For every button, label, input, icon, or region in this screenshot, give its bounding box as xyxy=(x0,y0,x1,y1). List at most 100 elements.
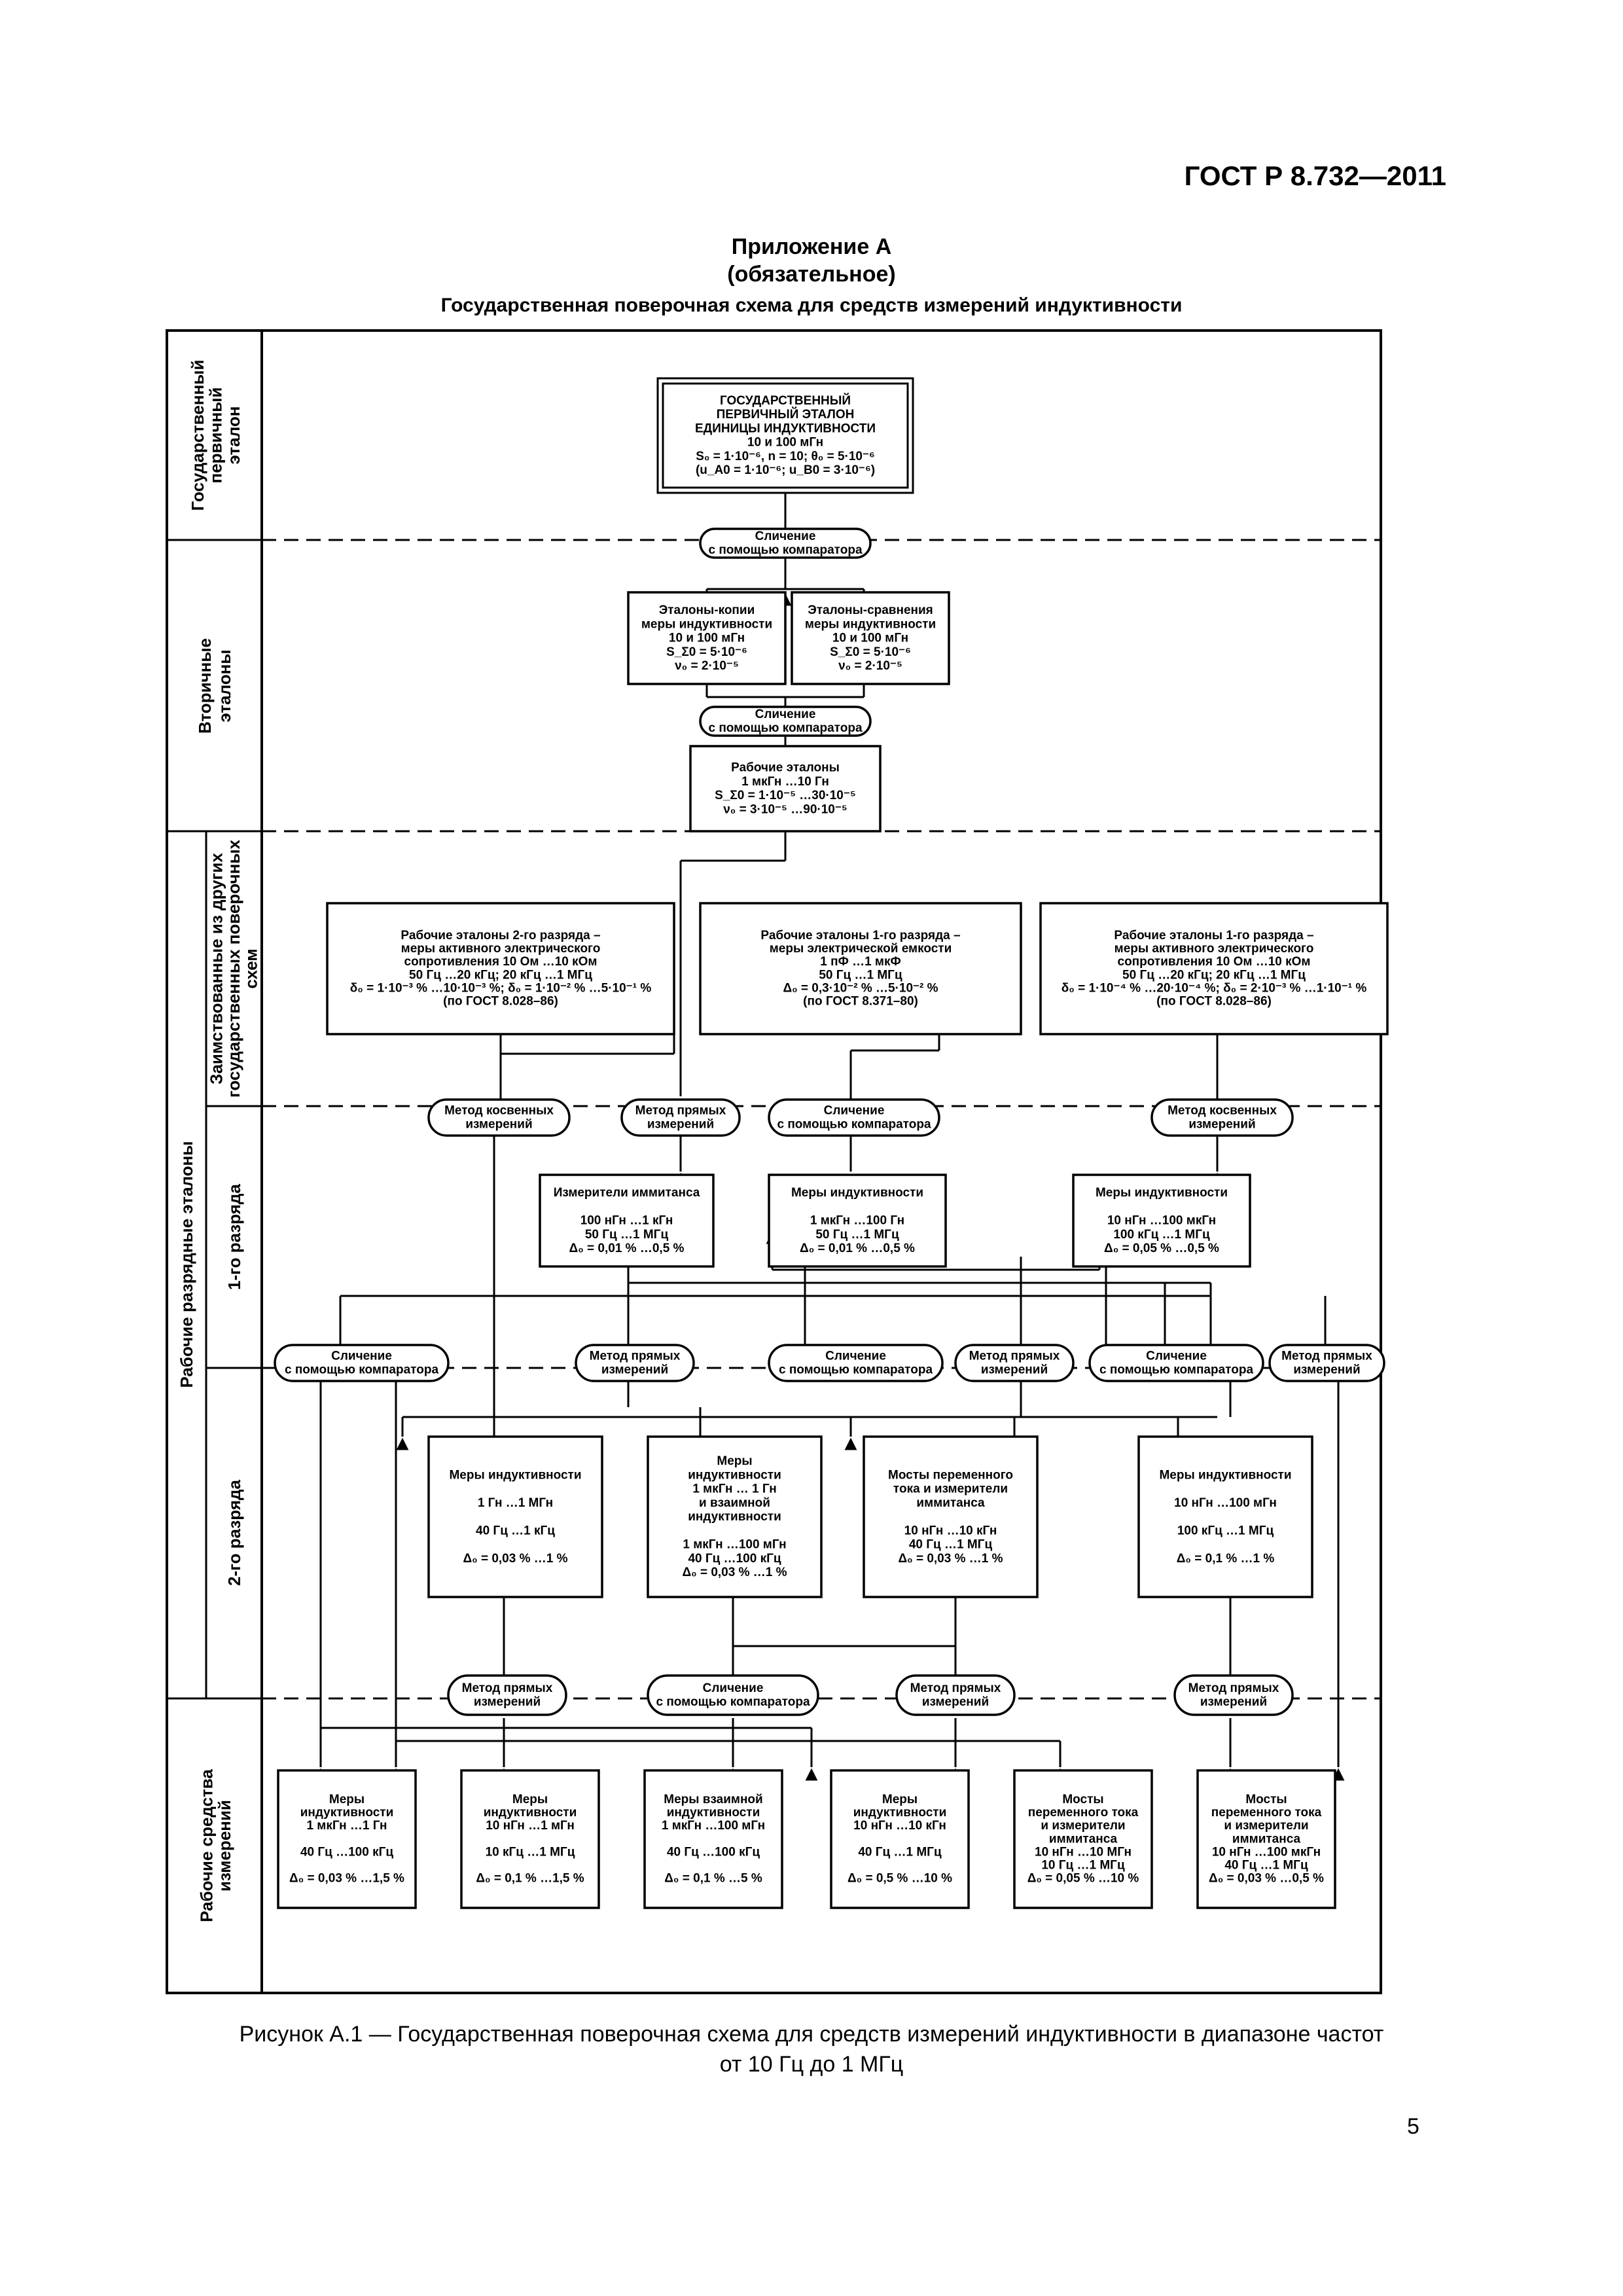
node-r2-a-text: 40 Гц …1 кГц xyxy=(476,1524,555,1537)
node-cmp-primary-text: Сличение xyxy=(755,529,816,543)
node-r1-immit-text: Измерители иммитанса xyxy=(554,1186,700,1200)
row-label-secondary-line: Вторичные xyxy=(195,638,215,734)
node-copies xyxy=(627,591,787,685)
node-r1-ind-right-text: 10 нГн …100 мкГн xyxy=(1107,1214,1216,1228)
row-label-borrowed-line: государственных поверочных xyxy=(224,839,243,1098)
node-comparison-text: меры индуктивности xyxy=(805,617,936,631)
node-w2-text: 10 кГц …1 МГц xyxy=(486,1845,575,1859)
node-w5-text: 10 нГн …10 МГн xyxy=(1035,1845,1132,1859)
node-m3-direct-c xyxy=(1173,1674,1294,1716)
appendix-title: Приложение А xyxy=(731,234,892,259)
node-r2-c-text: Мосты переменного xyxy=(888,1468,1013,1482)
node-cmp-primary xyxy=(699,528,872,559)
node-copies-text: S_Σ0 = 5·10⁻⁶ xyxy=(666,645,747,659)
node-w1-text: индуктивности xyxy=(300,1806,394,1820)
node-m3-direct-a xyxy=(447,1674,567,1716)
node-m2-cmp-m-text: Сличение xyxy=(825,1349,886,1363)
diagram-frame xyxy=(166,329,1382,1994)
node-w6-text: Δ₀ = 0,03 % …0,5 % xyxy=(1209,1871,1324,1885)
node-m1-indirect-l-text: Метод косвенных xyxy=(444,1103,554,1117)
node-r2-b-text: индуктивности xyxy=(688,1510,781,1524)
node-borrow-mid xyxy=(699,902,1022,1035)
row-label-working-line: измерений xyxy=(215,1800,234,1892)
node-r1-immit-text: 100 нГн …1 кГн xyxy=(580,1214,673,1228)
node-w3-text: 40 Гц …100 кГц xyxy=(667,1845,760,1859)
node-m2-direct-m xyxy=(954,1344,1075,1382)
row-label-category-group-line: Рабочие разрядные эталоны xyxy=(177,1141,196,1388)
node-r1-ind-right-text: Δ₀ = 0,05 % …0,5 % xyxy=(1104,1242,1219,1255)
node-borrow-right xyxy=(1039,902,1389,1035)
node-primary-text: ЕДИНИЦЫ ИНДУКТИВНОСТИ xyxy=(695,422,876,435)
appendix-type: (обязательное) xyxy=(727,262,896,287)
node-r2-a-text: 1 Гн …1 МГн xyxy=(478,1496,553,1510)
node-w4-text: 40 Гц …1 МГц xyxy=(858,1845,942,1859)
node-borrow-left-text: Рабочие эталоны 2-го разряда – xyxy=(401,929,600,942)
node-r2-a-text: Δ₀ = 0,03 % …1 % xyxy=(463,1552,567,1566)
node-r2-c-text: тока и измерители xyxy=(893,1482,1008,1496)
node-m3-direct-a-text: измерений xyxy=(474,1695,541,1709)
figure-caption: Рисунок А.1 — Государственная поверочная… xyxy=(0,2019,1623,2079)
node-copies-text: 10 и 100 мГн xyxy=(669,632,745,645)
node-m2-direct-l xyxy=(575,1344,695,1382)
row-label-working-line: Рабочие средства xyxy=(197,1769,217,1922)
node-w1 xyxy=(277,1769,417,1909)
node-m2-direct-m-text: измерений xyxy=(981,1363,1048,1377)
node-m3-direct-a-text: Метод прямых xyxy=(462,1681,553,1695)
row-label-rank1: 1-го разряда xyxy=(224,1183,244,1290)
node-w2 xyxy=(460,1769,600,1909)
row-label-rank2-line: 2-го разряда xyxy=(224,1479,244,1586)
node-w5 xyxy=(1013,1769,1153,1909)
node-comparison-text: S_Σ0 = 5·10⁻⁶ xyxy=(830,645,911,659)
node-w6-text: переменного тока xyxy=(1211,1806,1322,1820)
node-primary-inner-border xyxy=(662,382,909,489)
node-r2-b xyxy=(647,1435,823,1598)
node-borrow-left-text: δ₀ = 1·10⁻³ % …10·10⁻³ %; δ₀ = 1·10⁻² % … xyxy=(350,981,652,995)
node-copies-text: меры индуктивности xyxy=(641,617,772,631)
node-working-std-text: 1 мкГн …10 Гн xyxy=(741,775,829,789)
node-w5-text: 10 Гц …1 МГц xyxy=(1041,1858,1125,1872)
node-m1-indirect-l-text: измерений xyxy=(465,1118,532,1132)
node-r1-ind-mid-text: Меры индуктивности xyxy=(791,1186,923,1200)
node-r2-c xyxy=(863,1435,1039,1598)
node-w2-text: Меры xyxy=(512,1793,548,1806)
node-cmp-primary-text: с помощью компаратора xyxy=(708,543,862,557)
node-m1-indirect-r-text: измерений xyxy=(1188,1118,1255,1132)
node-borrow-mid-text: 1 пФ …1 мкФ xyxy=(820,955,901,969)
node-r1-ind-mid-text: 1 мкГн …100 Гн xyxy=(810,1214,904,1228)
node-m3-direct-c-text: Метод прямых xyxy=(1188,1681,1279,1695)
node-borrow-right-text: (по ГОСТ 8.028–86) xyxy=(1156,994,1272,1008)
row-label-borrowed: Заимствованные из другихгосударственных … xyxy=(207,839,261,1098)
node-m2-direct-l-text: Метод прямых xyxy=(590,1349,681,1363)
node-borrow-right-text: меры активного электрического xyxy=(1115,942,1314,956)
node-w3-text: 1 мкГн …100 мГн xyxy=(662,1819,765,1833)
row-label-primary-line: первичный xyxy=(205,387,225,484)
node-m1-cmp xyxy=(768,1098,940,1137)
node-borrow-mid-text: 50 Гц …1 МГц xyxy=(819,968,902,982)
node-working-std-text: ν₀ = 3·10⁻⁵ …90·10⁻⁵ xyxy=(723,802,847,816)
figure-caption-line-1: Рисунок А.1 — Государственная поверочная… xyxy=(239,2022,1384,2047)
node-w4 xyxy=(830,1769,970,1909)
node-r1-ind-mid-text: Δ₀ = 0,01 % …0,5 % xyxy=(800,1242,915,1255)
node-comparison-text: 10 и 100 мГн xyxy=(832,632,908,645)
node-r2-b-text: 1 мкГн … 1 Гн xyxy=(692,1482,776,1496)
node-borrow-right-text: сопротивления 10 Ом …10 кОм xyxy=(1118,955,1311,969)
node-cmp-secondary xyxy=(699,706,872,737)
node-w5-text: Δ₀ = 0,05 % …10 % xyxy=(1027,1871,1139,1885)
node-m1-direct-text: Метод прямых xyxy=(635,1103,726,1117)
node-copies-text: Эталоны-копии xyxy=(659,603,755,617)
node-m3-direct-b-text: Метод прямых xyxy=(910,1681,1001,1695)
node-m2-cmp-r-text: с помощью компаратора xyxy=(1099,1363,1253,1377)
node-r1-ind-right xyxy=(1072,1174,1251,1268)
node-r1-ind-right-text: 100 кГц …1 МГц xyxy=(1113,1228,1210,1242)
node-m1-direct xyxy=(620,1098,741,1137)
node-r2-b-text: индуктивности xyxy=(688,1468,781,1482)
node-w4-text: индуктивности xyxy=(853,1806,947,1820)
node-r2-c-text: иммитанса xyxy=(916,1496,985,1510)
node-w4-text: Меры xyxy=(882,1793,918,1806)
node-r1-ind-mid xyxy=(768,1174,947,1268)
node-m1-cmp-text: с помощью компаратора xyxy=(777,1118,931,1132)
row-label-borrowed-line: схем xyxy=(241,948,261,988)
node-primary-text: ПЕРВИЧНЫЙ ЭТАЛОН xyxy=(717,407,855,422)
